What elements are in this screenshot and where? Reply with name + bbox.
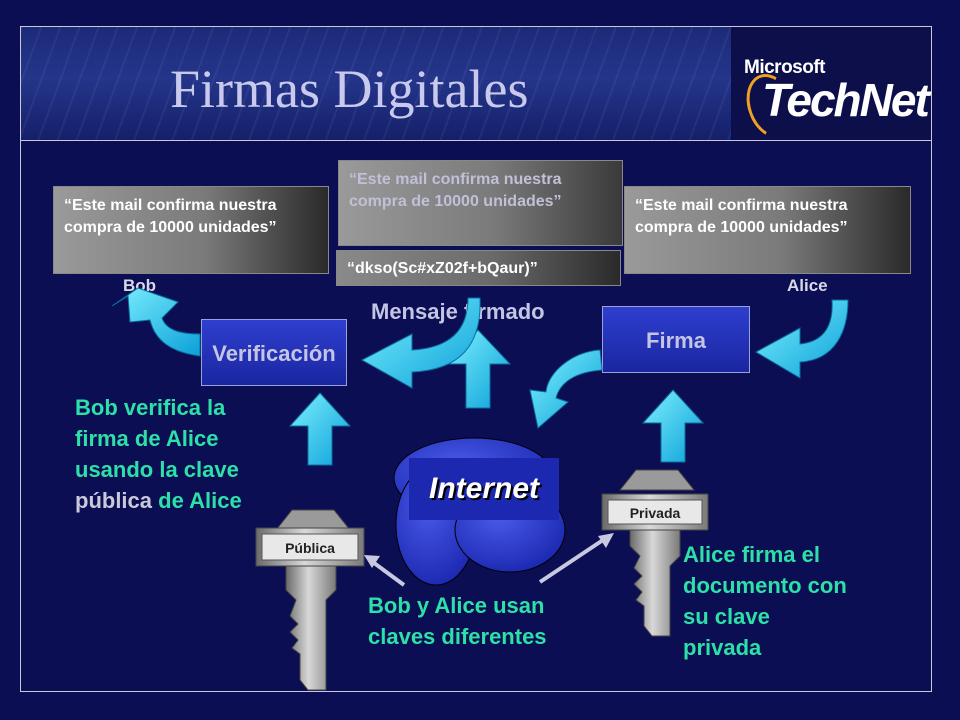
pointer-line (364, 555, 406, 587)
verification-box: Verificación (201, 319, 347, 386)
alice-signs-note: Alice firma el documento con su clave pr… (683, 542, 847, 660)
logo-microsoft: Microsoft (744, 57, 826, 78)
message-original-box: “Este mail confirma nuestra compra de 10… (624, 186, 911, 274)
public-key-label: Pública (285, 540, 335, 556)
logo-technet: TechNet (762, 74, 930, 126)
private-key-icon (601, 469, 709, 637)
curved-arrow-down-icon (529, 349, 603, 429)
slide-frame (20, 26, 932, 692)
technet-logo: Microsoft TechNet (732, 27, 931, 145)
signature-value: “dkso(Sc#xZ02f+bQaur)” (336, 250, 621, 286)
arrow-up-icon (288, 392, 352, 466)
curved-arrow-left-icon (360, 297, 481, 389)
bob-verifies-text-end: de Alice (158, 488, 242, 513)
signed-message-text: “Este mail confirma nuestra compra de 10… (349, 171, 562, 210)
different-keys-note: Bob y Alice usan claves diferentes (368, 593, 547, 649)
alice-label: Alice (787, 276, 828, 295)
private-key-label: Privada (629, 505, 681, 521)
divider (20, 140, 932, 141)
bob-verifies-note: Bob verifica la firma de Alice usando la… (75, 392, 285, 516)
internet-label: Internet (409, 458, 559, 520)
curved-arrow-left-icon (754, 299, 849, 379)
bob-verifies-text: Bob verifica la firma de Alice usando la… (75, 395, 239, 482)
title-banner (21, 27, 731, 140)
bob-label: Bob (123, 276, 157, 295)
curved-arrow-up-icon (111, 287, 201, 357)
signed-message-box: “Este mail confirma nuestra compra de 10… (338, 160, 623, 246)
signed-message-label: Mensaje firmado (371, 299, 545, 324)
public-key-icon (255, 509, 365, 691)
page-title: Firmas Digitales (170, 59, 529, 119)
message-received-box: “Este mail confirma nuestra compra de 10… (53, 186, 329, 274)
signature-box: Firma (602, 306, 750, 373)
bob-verifies-highlight: pública (75, 488, 153, 513)
arrow-up-icon (641, 389, 705, 463)
pointer-line (538, 533, 614, 584)
